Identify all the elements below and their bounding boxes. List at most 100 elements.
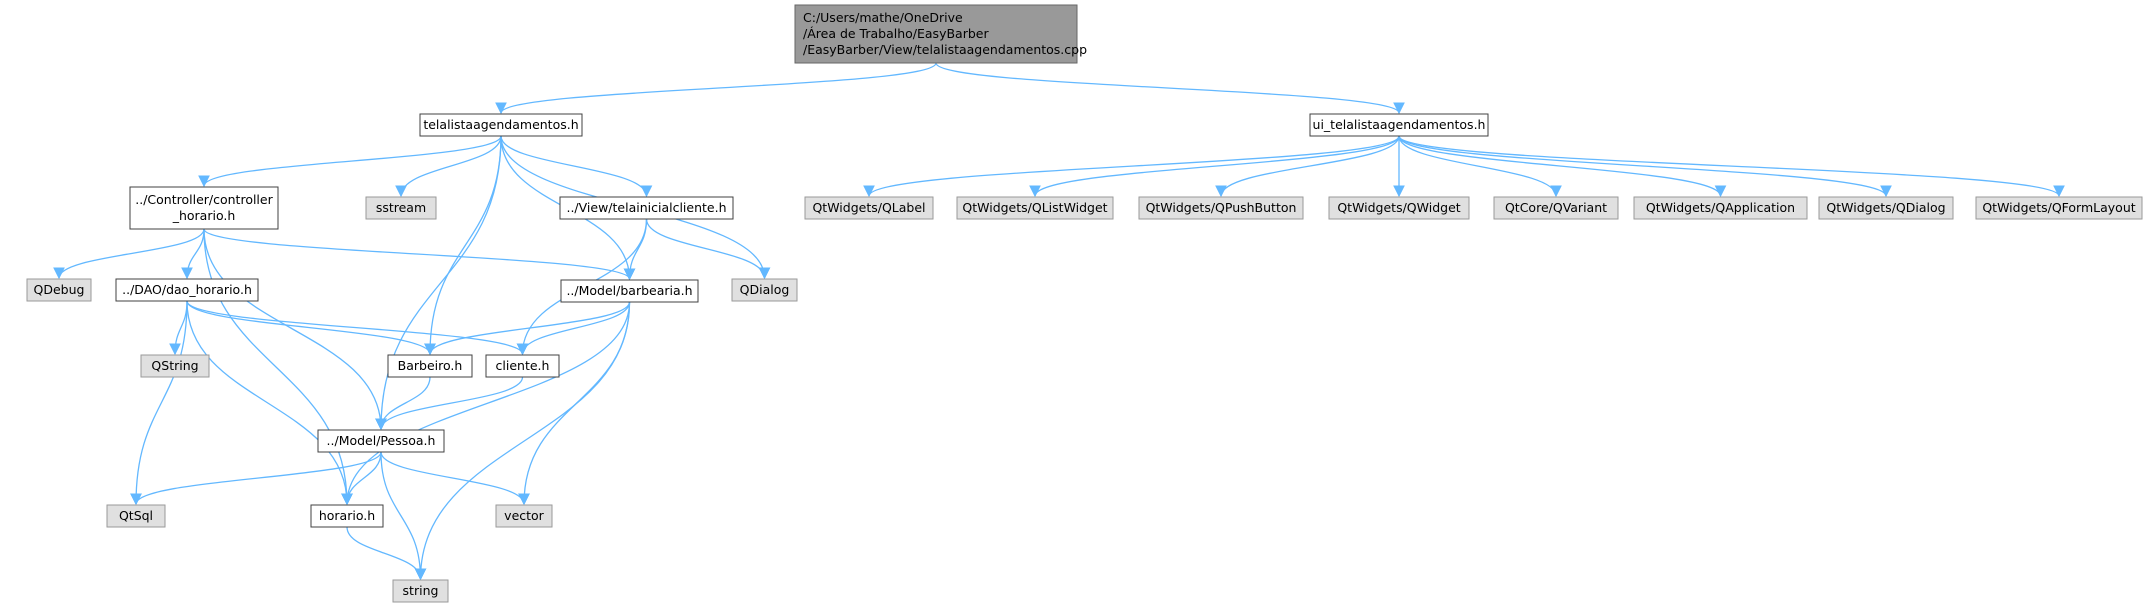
node-label: /EasyBarber/View/telalistaagendamentos.c… (803, 42, 1087, 57)
edge-controller_horario-to-horario (203, 228, 353, 506)
node-vector[interactable]: vector (495, 504, 553, 528)
node-qwidget[interactable]: QtWidgets/QWidget (1328, 196, 1470, 220)
node-qtsql[interactable]: QtSql (106, 504, 166, 528)
edge-path (375, 376, 431, 431)
edge-path (375, 135, 502, 431)
node-qvariant[interactable]: QtCore/QVariant (1493, 196, 1619, 220)
edge-pessoa-to-horario (341, 451, 382, 506)
edge-telalista_h-to-controller_horario (198, 135, 502, 188)
edge-path (495, 62, 937, 115)
edge-path (130, 451, 382, 506)
edge-telainicialcliente-to-barbearia (623, 218, 648, 281)
edge-barbearia-to-horario (341, 301, 631, 506)
node-label: telalistaagendamentos.h (423, 117, 578, 132)
node-ui_telalista_h[interactable]: ui_telalistaagendamentos.h (1309, 113, 1489, 137)
edge-pessoa-to-string (380, 451, 427, 581)
edge-path (341, 451, 382, 506)
edge-path (516, 301, 631, 356)
edge-telalista_h-to-pessoa (375, 135, 502, 431)
node-box (365, 196, 437, 220)
node-box (419, 113, 583, 137)
edge-path (623, 218, 648, 281)
edge-path (1215, 135, 1400, 198)
edge-controller_horario-to-dao_horario (181, 228, 205, 280)
node-box (1309, 113, 1489, 137)
node-label: QDebug (34, 282, 85, 297)
node-qlabel[interactable]: QtWidgets/QLabel (804, 196, 934, 220)
edge-cliente-to-pessoa (375, 376, 524, 431)
node-label: Barbeiro.h (398, 358, 463, 373)
edge-telalista_h-to-sstream (395, 135, 502, 198)
edge-barbearia-to-string (414, 301, 631, 581)
edge-barbeiro-to-pessoa (375, 376, 431, 431)
node-telalista_h[interactable]: telalistaagendamentos.h (419, 113, 583, 137)
node-qpushbutton[interactable]: QtWidgets/QPushButton (1138, 196, 1304, 220)
node-string[interactable]: string (392, 579, 449, 603)
node-cliente[interactable]: cliente.h (485, 354, 560, 378)
node-box (26, 278, 92, 302)
node-label: horario.h (319, 508, 375, 523)
node-label: string (403, 583, 439, 598)
node-label: QtWidgets/QApplication (1646, 200, 1795, 215)
node-label: QtCore/QVariant (1505, 200, 1607, 215)
node-telainicialcliente[interactable]: ../View/telainicialcliente.h (559, 196, 734, 220)
node-dao_horario[interactable]: ../DAO/dao_horario.h (115, 278, 259, 302)
node-qformlayout[interactable]: QtWidgets/QFormLayout (1975, 196, 2143, 220)
node-qtdialog[interactable]: QtWidgets/QDialog (1818, 196, 1954, 220)
node-box (317, 429, 445, 453)
edge-telainicialcliente-to-qdialog (645, 218, 771, 280)
node-label: ../View/telainicialcliente.h (566, 200, 726, 215)
node-label: cliente.h (496, 358, 550, 373)
node-box (1328, 196, 1470, 220)
node-box (106, 504, 166, 528)
edge-ui_telalista_h-to-qapplication (1398, 135, 1727, 198)
edge-ui_telalista_h-to-qlistwidget (1029, 135, 1400, 198)
node-pessoa[interactable]: ../Model/Pessoa.h (317, 429, 445, 453)
node-horario[interactable]: horario.h (310, 504, 384, 528)
node-qdebug[interactable]: QDebug (26, 278, 92, 302)
node-box (129, 186, 279, 230)
node-label: QtWidgets/QWidget (1337, 200, 1460, 215)
node-box (495, 504, 553, 528)
edge-telalista_h-to-telainicialcliente (500, 135, 653, 198)
node-label: ../Model/barbearia.h (566, 283, 692, 298)
node-box (392, 579, 449, 603)
edge-dao_horario-to-barbeiro (186, 300, 436, 356)
node-label: vector (504, 508, 545, 523)
node-root[interactable]: C:/Users/mathe/OneDrive/Área de Trabalho… (794, 4, 1087, 64)
edge-path (186, 300, 529, 356)
node-box (559, 196, 734, 220)
node-label: ../DAO/dao_horario.h (122, 282, 252, 297)
node-qdialog[interactable]: QDialog (731, 278, 798, 302)
edge-path (375, 376, 524, 431)
edge-path (863, 135, 1400, 198)
edge-path (500, 135, 653, 198)
node-box (731, 278, 798, 302)
edge-path (935, 62, 1405, 115)
node-label: _horario.h (172, 208, 236, 223)
node-qlistwidget[interactable]: QtWidgets/QListWidget (956, 196, 1114, 220)
edge-pessoa-to-vector (380, 451, 530, 506)
node-label: QtWidgets/QDialog (1826, 200, 1945, 215)
node-qapplication[interactable]: QtWidgets/QApplication (1633, 196, 1808, 220)
edge-path (380, 451, 427, 581)
edge-path (414, 301, 631, 581)
node-sstream[interactable]: sstream (365, 196, 437, 220)
edge-path (203, 228, 353, 506)
edge-path (130, 300, 188, 506)
node-label: ../Model/Pessoa.h (327, 433, 436, 448)
edge-dao_horario-to-horario (186, 300, 353, 506)
node-label: QString (151, 358, 198, 373)
edge-ui_telalista_h-to-qpushbutton (1215, 135, 1400, 198)
node-label: QtWidgets/QListWidget (962, 200, 1107, 215)
node-barbeiro[interactable]: Barbeiro.h (387, 354, 473, 378)
node-controller_horario[interactable]: ../Controller/controller_horario.h (129, 186, 279, 230)
edge-path (380, 451, 530, 506)
node-barbearia[interactable]: ../Model/barbearia.h (560, 279, 699, 303)
node-box (560, 279, 699, 303)
edge-path (186, 300, 436, 356)
node-qstring[interactable]: QString (140, 354, 210, 378)
node-label: QtWidgets/QLabel (812, 200, 925, 215)
node-label: QtWidgets/QFormLayout (1982, 200, 2135, 215)
